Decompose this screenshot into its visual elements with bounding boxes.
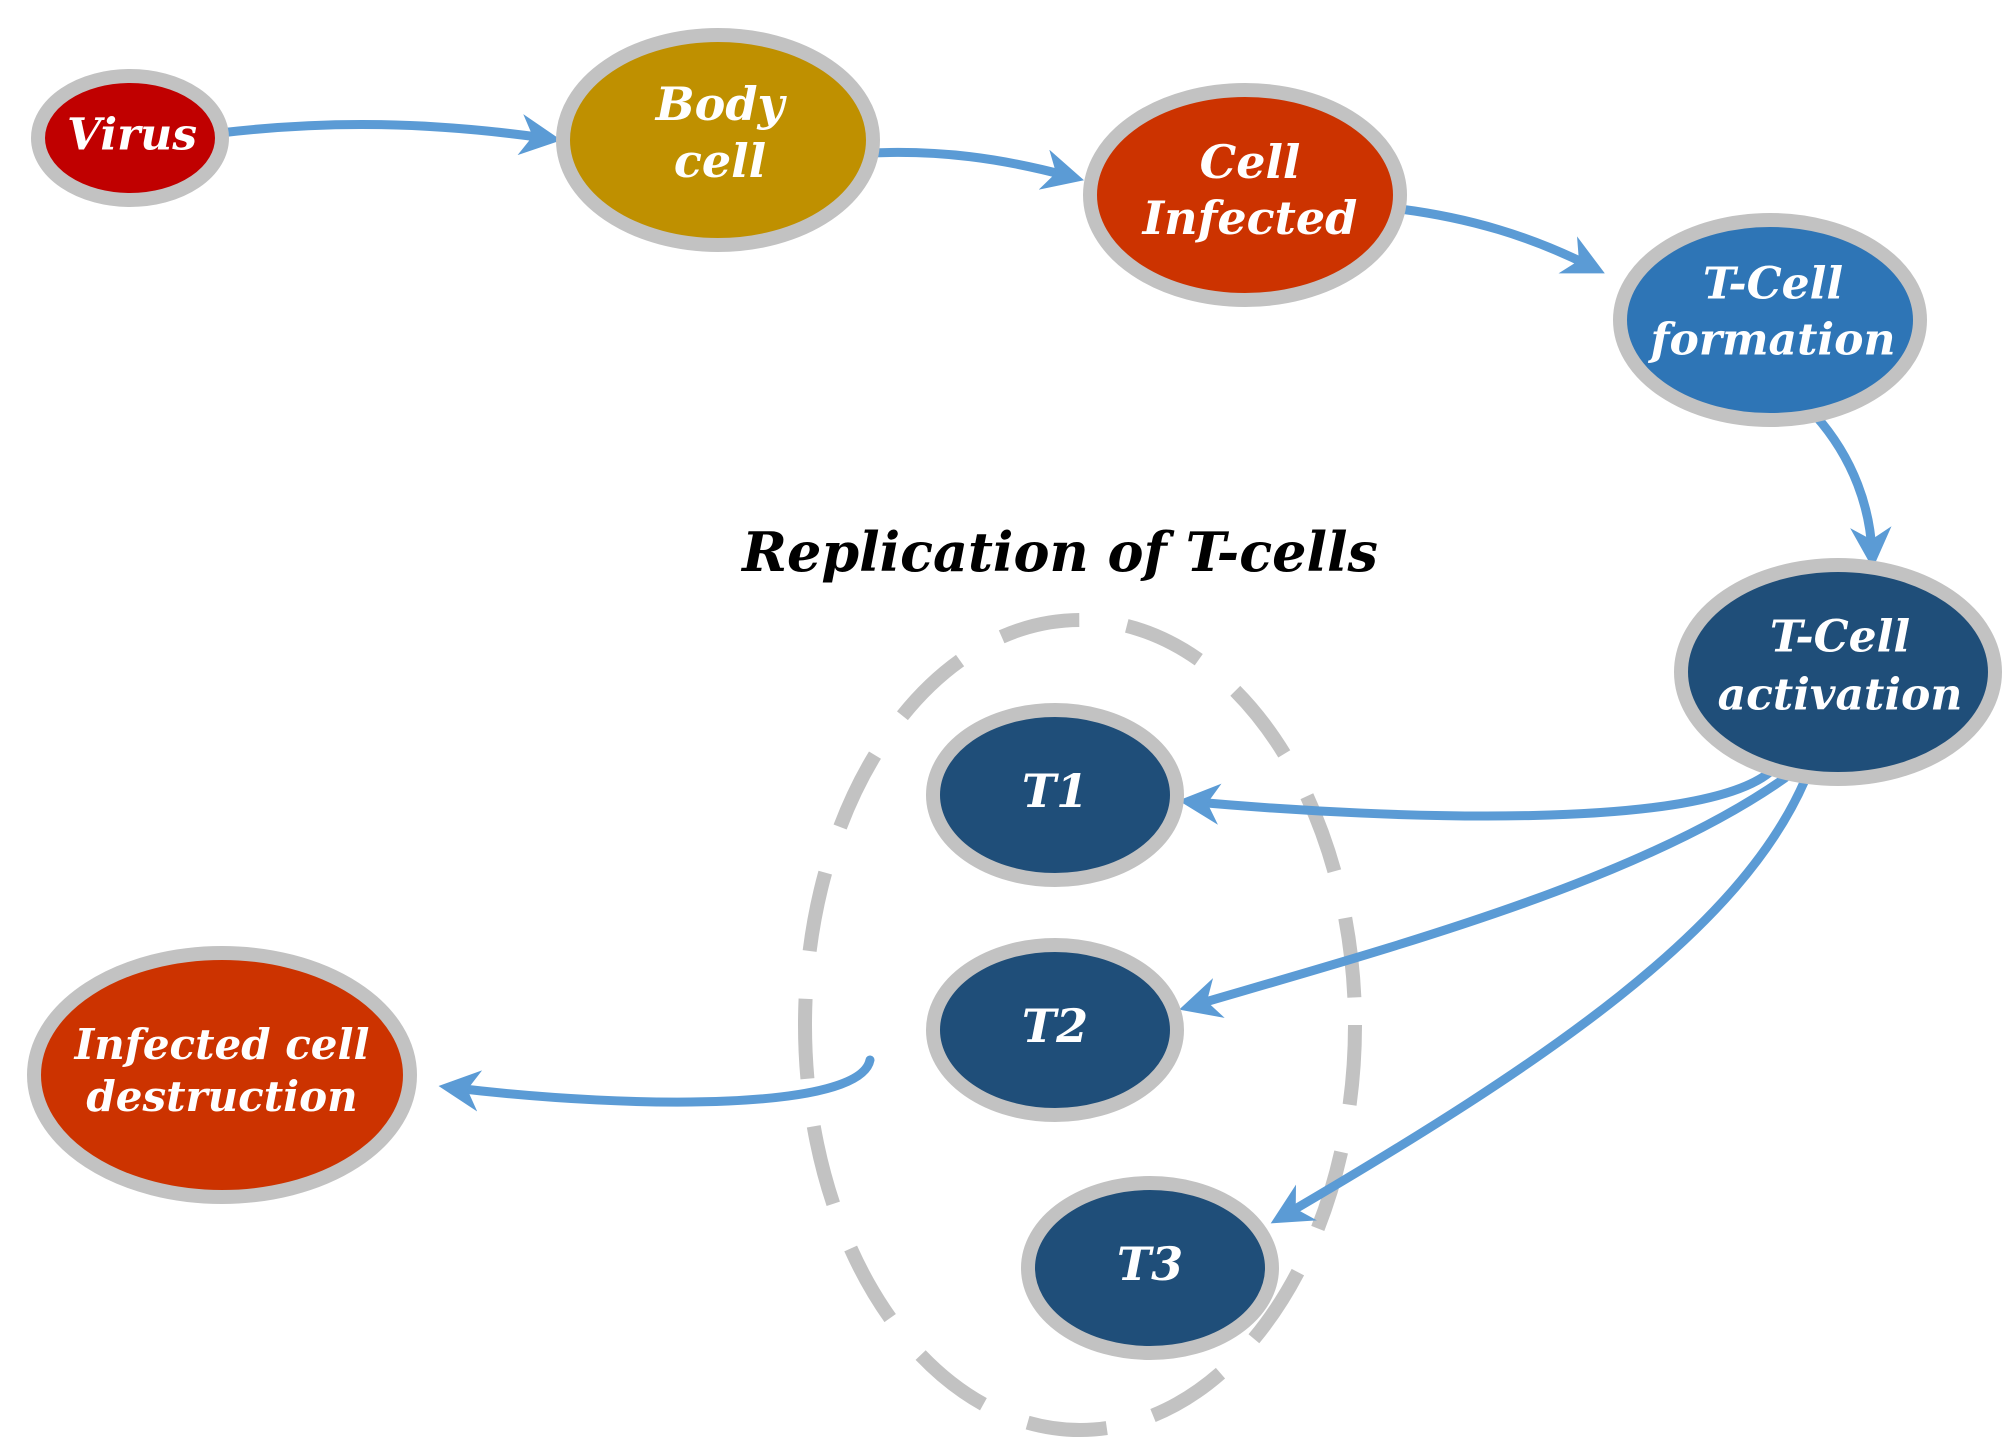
node-infected-destruction-label-2: destruction	[86, 1072, 357, 1121]
node-body-cell-label-1: Body	[654, 77, 788, 131]
node-cell-infected-label-2: Infected	[1141, 191, 1358, 245]
edge-cell-infected-to-tcell-formation	[1395, 204, 1605, 274]
node-t1-label: T1	[1022, 764, 1088, 818]
node-body-cell-label-2: cell	[674, 134, 766, 188]
replication-group-label: Replication of T-cells	[740, 520, 1378, 584]
edge-tcell-activation-to-t3	[1270, 775, 1810, 1224]
edge-replication-to-infected-destruction	[438, 1055, 875, 1112]
node-cell-infected-label-1: Cell	[1200, 135, 1301, 189]
node-t2: T2	[926, 938, 1184, 1122]
node-tcell-activation: T-Cell activation	[1674, 558, 2002, 786]
node-t3: T3	[1021, 1176, 1279, 1360]
edge-tcell-activation-to-t2	[1179, 773, 1790, 1018]
edge-body-cell-to-cell-infected	[865, 147, 1085, 190]
edge-tcell-activation-to-t1	[1178, 767, 1775, 825]
node-virus: Virus	[31, 69, 229, 207]
node-infected-destruction: Infected cell destruction	[27, 946, 417, 1204]
node-cell-infected: Cell Infected	[1083, 83, 1407, 307]
node-tcell-formation: T-Cell formation	[1613, 213, 1927, 427]
node-tcell-activation-label-1: T-Cell	[1770, 612, 1910, 663]
node-tcell-formation-label-1: T-Cell	[1703, 259, 1843, 310]
node-t3-label: T3	[1117, 1237, 1183, 1291]
node-tcell-formation-label-2: formation	[1648, 315, 1896, 366]
edge-virus-to-body-cell	[215, 114, 562, 156]
replication-group-outline	[798, 613, 1362, 1437]
node-infected-destruction-label-1: Infected cell	[74, 1020, 370, 1069]
node-virus-label: Virus	[67, 110, 197, 161]
node-tcell-activation-label-2: activation	[1718, 670, 1963, 721]
node-t2-label: T2	[1022, 999, 1088, 1053]
node-body-cell: Body cell	[556, 28, 880, 252]
node-t1: T1	[926, 703, 1184, 887]
edge-tcell-formation-to-tcell-activation	[1810, 410, 1892, 569]
